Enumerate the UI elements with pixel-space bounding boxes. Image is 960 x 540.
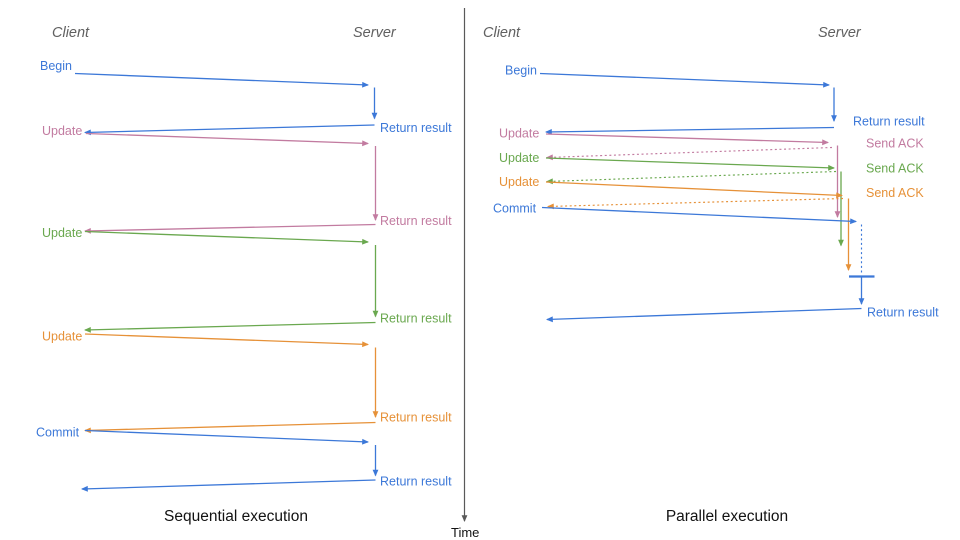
left-panel: Client Server Begin Return result Update… xyxy=(36,25,452,525)
right-message-begin: Begin Return result xyxy=(505,64,925,135)
ack-arrow xyxy=(546,146,833,161)
right-panel: Client Server Begin Return result Update… xyxy=(483,25,939,525)
right-client-header: Client xyxy=(483,25,521,41)
response-arrow xyxy=(84,421,376,434)
response-label: Send ACK xyxy=(866,162,924,176)
right-server-header: Server xyxy=(818,25,862,41)
response-label: Return result xyxy=(867,306,939,320)
response-arrow xyxy=(84,124,375,136)
request-arrow xyxy=(84,230,369,245)
request-label: Update xyxy=(499,151,539,165)
response-arrow xyxy=(84,223,376,234)
response-label: Return result xyxy=(380,214,452,228)
response-arrow xyxy=(546,307,862,323)
response-label: Return result xyxy=(380,411,452,425)
request-arrow xyxy=(74,72,369,88)
right-message-update-3: Update Send ACK xyxy=(499,175,924,272)
request-label: Update xyxy=(499,127,539,141)
left-message-update-3: Update Return result xyxy=(42,330,452,434)
left-server-header: Server xyxy=(353,25,397,41)
request-arrow xyxy=(545,181,843,199)
left-caption: Sequential execution xyxy=(164,508,308,525)
right-message-commit: Commit Return result xyxy=(493,202,939,323)
response-label: Return result xyxy=(380,121,452,135)
request-label: Update xyxy=(42,226,82,240)
request-label: Update xyxy=(42,330,82,344)
response-arrow xyxy=(545,126,835,135)
request-label: Begin xyxy=(505,64,537,78)
left-client-header: Client xyxy=(52,25,90,41)
request-arrow xyxy=(541,206,857,225)
request-label: Begin xyxy=(40,59,72,73)
ack-arrow xyxy=(547,197,844,210)
response-label: Return result xyxy=(380,312,452,326)
response-label: Return result xyxy=(853,115,925,129)
request-label: Update xyxy=(499,175,539,189)
right-message-update-1: Update Send ACK xyxy=(499,127,924,219)
left-message-commit: Commit Return result xyxy=(36,426,452,492)
request-label: Commit xyxy=(493,202,537,216)
right-message-update-2: Update Send ACK xyxy=(499,151,924,247)
response-label: Return result xyxy=(380,475,452,489)
time-axis-label: Time xyxy=(451,525,479,540)
response-arrow xyxy=(84,321,376,333)
request-label: Update xyxy=(42,124,82,138)
left-message-begin: Begin Return result xyxy=(40,59,452,136)
request-arrow xyxy=(84,429,369,445)
request-arrow xyxy=(545,133,829,146)
left-message-update-1: Update Return result xyxy=(42,124,452,234)
request-arrow xyxy=(85,132,369,147)
response-label: Send ACK xyxy=(866,186,924,200)
request-arrow xyxy=(84,333,369,348)
right-caption: Parallel execution xyxy=(666,508,788,525)
request-arrow xyxy=(545,157,835,171)
left-message-update-2: Update Return result xyxy=(42,226,452,333)
response-label: Send ACK xyxy=(866,137,924,151)
response-arrow xyxy=(81,479,376,492)
time-axis: Time xyxy=(451,8,479,540)
request-arrow xyxy=(539,72,830,88)
request-label: Commit xyxy=(36,426,80,440)
ack-arrow xyxy=(546,170,837,185)
